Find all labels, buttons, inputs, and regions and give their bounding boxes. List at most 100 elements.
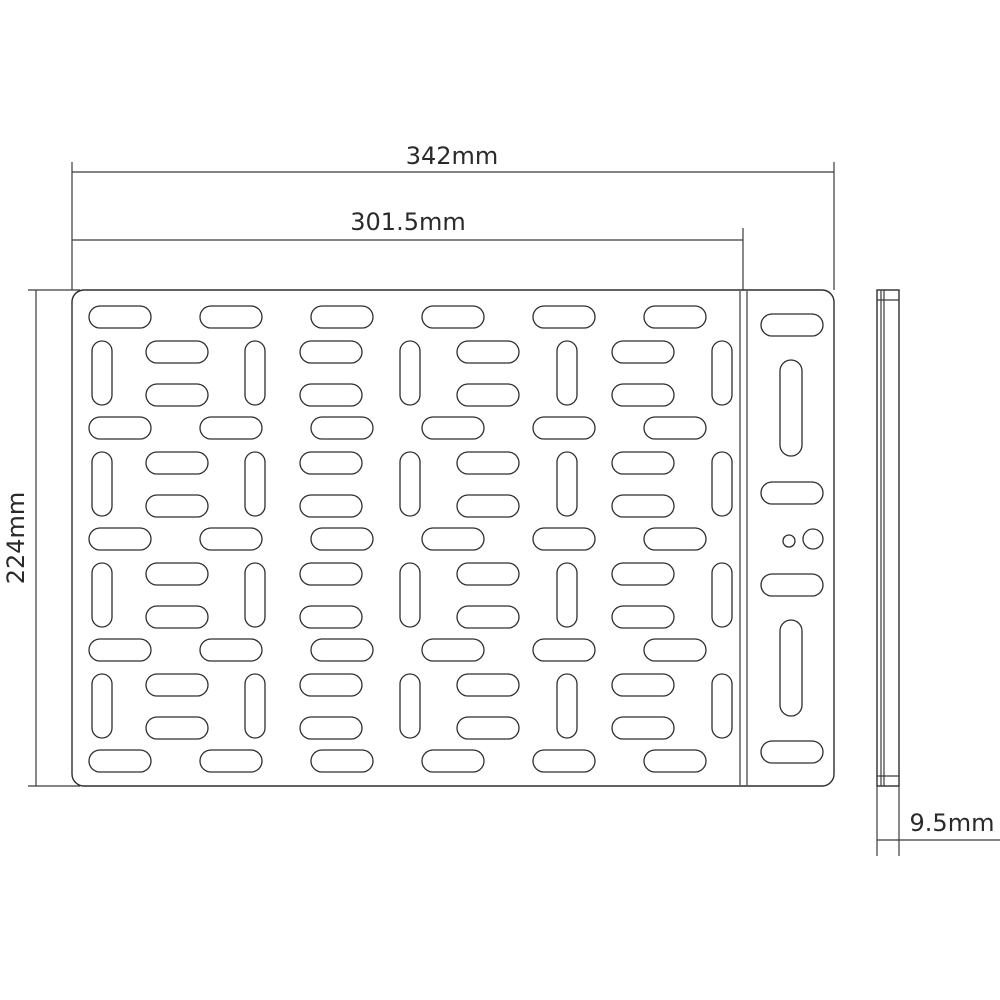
slot-pattern [88, 305, 733, 773]
thickness-label: 9.5mm [910, 809, 995, 837]
vertical-slot [91, 340, 113, 406]
paired-slot [456, 605, 520, 629]
paired-slot [611, 673, 675, 697]
paired-slot [611, 716, 675, 740]
horizontal-slot [532, 638, 596, 662]
vertical-slot [244, 340, 266, 406]
paired-slot [145, 340, 209, 364]
vertical-slot [399, 562, 421, 628]
vertical-slot [556, 340, 578, 406]
paired-slot [299, 494, 363, 518]
side-profile [876, 289, 900, 787]
flange-slot-mid-lower [760, 573, 824, 597]
paired-slot [456, 673, 520, 697]
horizontal-slot [421, 416, 485, 440]
flange-slot-long-upper [779, 359, 803, 457]
horizontal-slot [421, 749, 485, 773]
vertical-slot [244, 451, 266, 517]
paired-slot [145, 494, 209, 518]
horizontal-slot [310, 305, 374, 329]
overall-width-label: 342mm [406, 142, 499, 170]
flange-slots [760, 313, 824, 764]
inner-width-label: 301.5mm [350, 208, 465, 236]
paired-slot [611, 605, 675, 629]
vertical-slot [711, 673, 733, 739]
vertical-slot [244, 562, 266, 628]
horizontal-slot [199, 749, 263, 773]
height-dimension: 224mm [2, 289, 80, 787]
horizontal-slot [643, 749, 707, 773]
paired-slot [299, 605, 363, 629]
horizontal-slot [643, 527, 707, 551]
paired-slot [456, 562, 520, 586]
horizontal-slot [88, 527, 152, 551]
paired-slot [145, 451, 209, 475]
vertical-slot [91, 673, 113, 739]
paired-slot [299, 716, 363, 740]
horizontal-slot [88, 749, 152, 773]
paired-slot [145, 562, 209, 586]
horizontal-slot [421, 638, 485, 662]
horizontal-slot [199, 416, 263, 440]
horizontal-slot [310, 416, 374, 440]
horizontal-slot [532, 305, 596, 329]
flange-slot-top [760, 313, 824, 337]
paired-slot [456, 716, 520, 740]
horizontal-slot [88, 305, 152, 329]
flange-hole-large [802, 528, 824, 550]
vertical-slot [399, 451, 421, 517]
paired-slot [456, 383, 520, 407]
height-label: 224mm [2, 492, 30, 585]
paired-slot [299, 562, 363, 586]
vertical-slot [244, 673, 266, 739]
vertical-slot [711, 340, 733, 406]
paired-slot [611, 451, 675, 475]
horizontal-slot [643, 305, 707, 329]
vertical-slot [399, 673, 421, 739]
paired-slot [145, 383, 209, 407]
vertical-slot [91, 562, 113, 628]
paired-slot [456, 494, 520, 518]
horizontal-slot [199, 638, 263, 662]
flange-slot-long-lower [779, 619, 803, 717]
horizontal-slot [421, 527, 485, 551]
horizontal-slot [532, 749, 596, 773]
horizontal-slot [532, 527, 596, 551]
vertical-slot [91, 451, 113, 517]
vertical-slot [711, 562, 733, 628]
vertical-slot [556, 562, 578, 628]
paired-slot [145, 673, 209, 697]
paired-slot [611, 340, 675, 364]
paired-slot [611, 494, 675, 518]
flange-slot-mid-upper [760, 481, 824, 505]
paired-slot [299, 451, 363, 475]
paired-slot [456, 451, 520, 475]
paired-slot [145, 716, 209, 740]
flange-slot-bottom [760, 740, 824, 764]
vertical-slot [556, 451, 578, 517]
paired-slot [145, 605, 209, 629]
horizontal-slot [532, 416, 596, 440]
paired-slot [299, 673, 363, 697]
overall-width-dimension: 342mm [71, 142, 835, 290]
horizontal-slot [88, 416, 152, 440]
horizontal-slot [643, 416, 707, 440]
horizontal-slot [310, 638, 374, 662]
horizontal-slot [421, 305, 485, 329]
profile-body [876, 289, 900, 787]
thickness-dimension: 9.5mm [876, 786, 1000, 856]
paired-slot [456, 340, 520, 364]
horizontal-slot [199, 527, 263, 551]
paired-slot [299, 383, 363, 407]
vertical-slot [399, 340, 421, 406]
paired-slot [611, 383, 675, 407]
inner-width-dimension: 301.5mm [72, 208, 744, 292]
paired-slot [299, 340, 363, 364]
paired-slot [611, 562, 675, 586]
horizontal-slot [199, 305, 263, 329]
flange-hole-small [782, 534, 796, 548]
vertical-slot [556, 673, 578, 739]
vertical-slot [711, 451, 733, 517]
horizontal-slot [310, 527, 374, 551]
